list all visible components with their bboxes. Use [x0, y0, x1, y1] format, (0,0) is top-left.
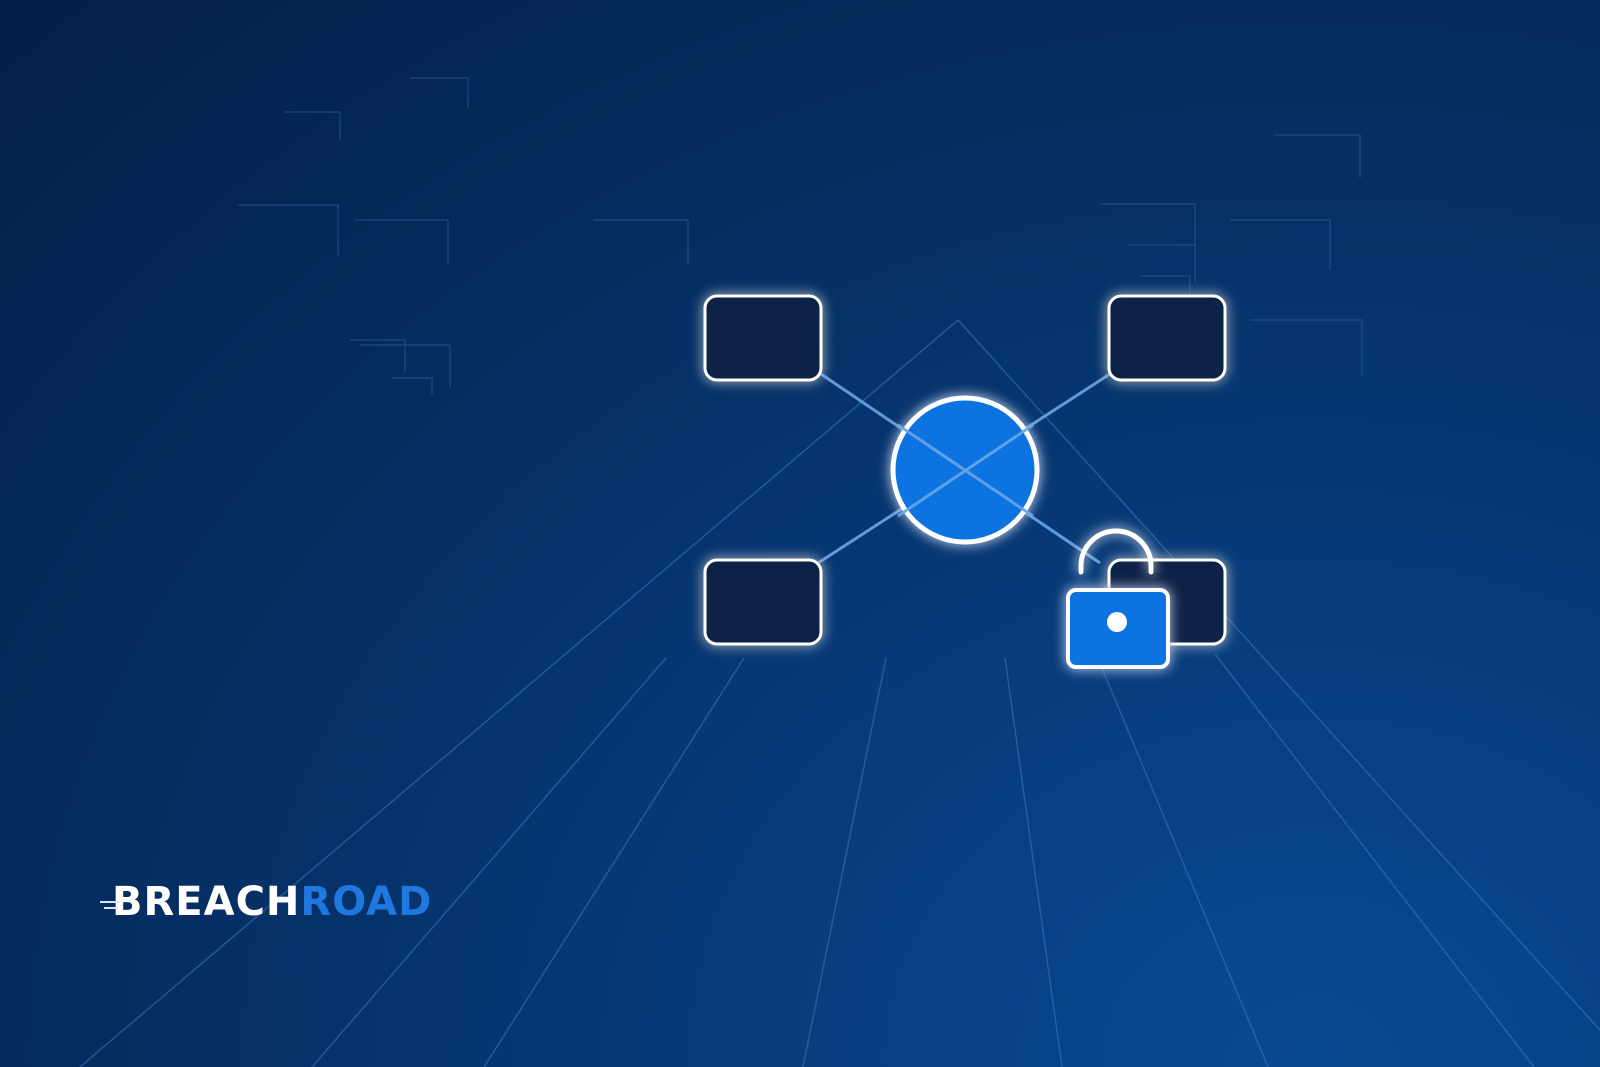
node-bottom-left: [703, 558, 823, 646]
logo-text-road: ROAD: [300, 879, 433, 925]
circuit-traces: [238, 77, 1363, 395]
network-nodes: [703, 294, 1227, 646]
logo-speed-line: [104, 907, 118, 909]
perspective-lines: [79, 319, 1600, 1067]
logo-text-breach: BREACH: [112, 879, 301, 925]
node-top-left: [703, 294, 823, 382]
unlocked-padlock-icon: [1066, 528, 1170, 669]
node-top-right: [1107, 294, 1227, 382]
logo-speed-line: [100, 901, 120, 903]
hub-crossing-lines: [897, 423, 1034, 518]
